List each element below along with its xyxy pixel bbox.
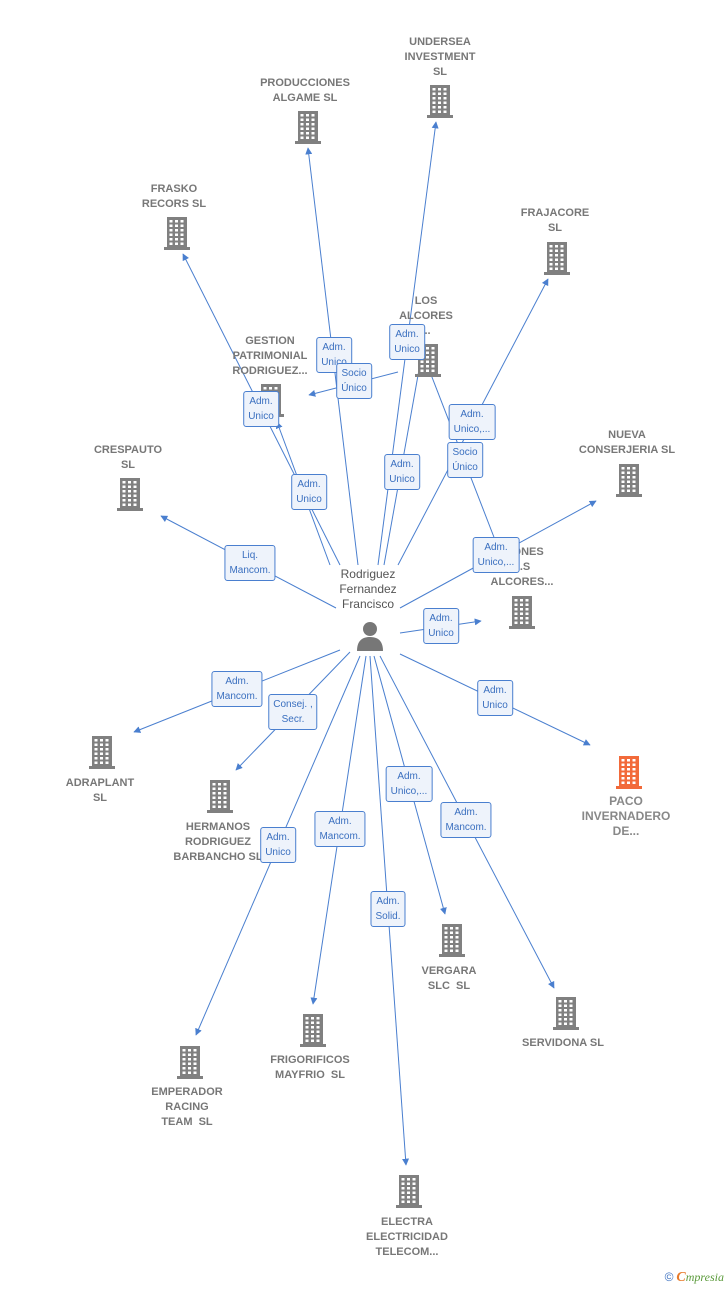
building-icon-adraplant[interactable] (82, 732, 122, 772)
footer-brand: © Cmpresia (665, 1270, 724, 1286)
edge-label-paco[interactable]: Adm. Unico (477, 680, 513, 716)
building-icon-nuevaconserjeria[interactable] (609, 460, 649, 500)
edge-label-hermanos[interactable]: Consej. , Secr. (268, 694, 318, 730)
edge-label-gestion[interactable]: Adm. Unico (291, 474, 327, 510)
node-label-crespauto[interactable]: CRESPAUTO SL (93, 444, 163, 471)
node-label-paco[interactable]: PACO INVERNADERO DE... (581, 794, 671, 838)
building-icon-vergara[interactable] (432, 920, 472, 960)
edge-label-frigorificos[interactable]: Adm. Mancom. (314, 811, 366, 847)
node-label-gestion[interactable]: GESTION PATRIMONIAL RODRIGUEZ... (232, 335, 308, 377)
center-person-name[interactable]: Rodriguez Fernandez Francisco (339, 567, 397, 611)
edge-label-crespauto[interactable]: Liq. Mancom. (224, 545, 276, 581)
node-label-losalcores[interactable]: LOS ALCORES ... (399, 295, 453, 337)
building-icon-electra[interactable] (389, 1171, 429, 1211)
person-icon[interactable] (355, 620, 385, 652)
node-label-electra[interactable]: ELECTRA ELECTRICIDAD TELECOM... (366, 1216, 448, 1258)
node-label-adraplant[interactable]: ADRAPLANT SL (65, 777, 135, 804)
node-label-frasko[interactable]: FRASKO RECORS SL (141, 183, 207, 210)
edge-label-frajacore[interactable]: Adm. Unico,... (448, 404, 496, 440)
building-icon-paco[interactable] (609, 752, 649, 792)
brand-initial: C (676, 1270, 686, 1285)
building-icon-frigorificos[interactable] (293, 1010, 333, 1050)
edge-label-nuevaconserjeria[interactable]: Adm. Unico,... (472, 537, 520, 573)
node-label-frigorificos[interactable]: FRIGORIFICOS MAYFRIO SL (270, 1054, 350, 1081)
node-label-inversiones[interactable]: ...IONES ...S ALCORES... (490, 546, 554, 588)
node-label-frajacore[interactable]: FRAJACORE SL (520, 207, 590, 234)
edge-label-adraplant[interactable]: Adm. Mancom. (211, 671, 263, 707)
building-icon-emperador[interactable] (170, 1042, 210, 1082)
brand-name: mpresia (685, 1270, 724, 1284)
edge-label-emperador[interactable]: Adm. Unico (260, 827, 296, 863)
node-label-undersea[interactable]: UNDERSEA INVESTMENT SL (404, 36, 476, 78)
building-icon-frasko[interactable] (157, 213, 197, 253)
edge-label-losalcores[interactable]: Adm. Unico (384, 454, 420, 490)
node-label-emperador[interactable]: EMPERADOR RACING TEAM SL (151, 1086, 223, 1128)
edge-label-servidona[interactable]: Adm. Mancom. (440, 802, 492, 838)
building-icon-hermanos[interactable] (200, 776, 240, 816)
node-label-servidona[interactable]: SERVIDONA SL (522, 1037, 604, 1049)
building-icon-crespauto[interactable] (110, 474, 150, 514)
node-label-producciones[interactable]: PRODUCCIONES ALGAME SL (260, 77, 350, 104)
node-label-vergara[interactable]: VERGARA SLC SL (421, 965, 477, 992)
edge-label-inversiones[interactable]: Adm. Unico (423, 608, 459, 644)
edge-label-electra[interactable]: Adm. Solid. (370, 891, 406, 927)
building-icon-frajacore[interactable] (537, 238, 577, 278)
edge-label-gestion[interactable]: Socio Único (336, 363, 372, 399)
building-icon-undersea[interactable] (420, 81, 460, 121)
building-icon-inversiones[interactable] (502, 592, 542, 632)
node-label-nuevaconserjeria[interactable]: NUEVA CONSERJERIA SL (578, 429, 676, 456)
edge-label-vergara[interactable]: Adm. Unico,... (385, 766, 433, 802)
node-label-hermanos[interactable]: HERMANOS RODRIGUEZ BARBANCHO SL (173, 821, 263, 863)
edge-label-frasko[interactable]: Adm. Unico (243, 391, 279, 427)
building-icon-producciones[interactable] (288, 107, 328, 147)
building-icon-servidona[interactable] (546, 993, 586, 1033)
edge-label-inversiones[interactable]: Socio Único (447, 442, 483, 478)
copyright-symbol: © (664, 1270, 674, 1284)
edge-label-undersea[interactable]: Adm. Unico (389, 324, 425, 360)
